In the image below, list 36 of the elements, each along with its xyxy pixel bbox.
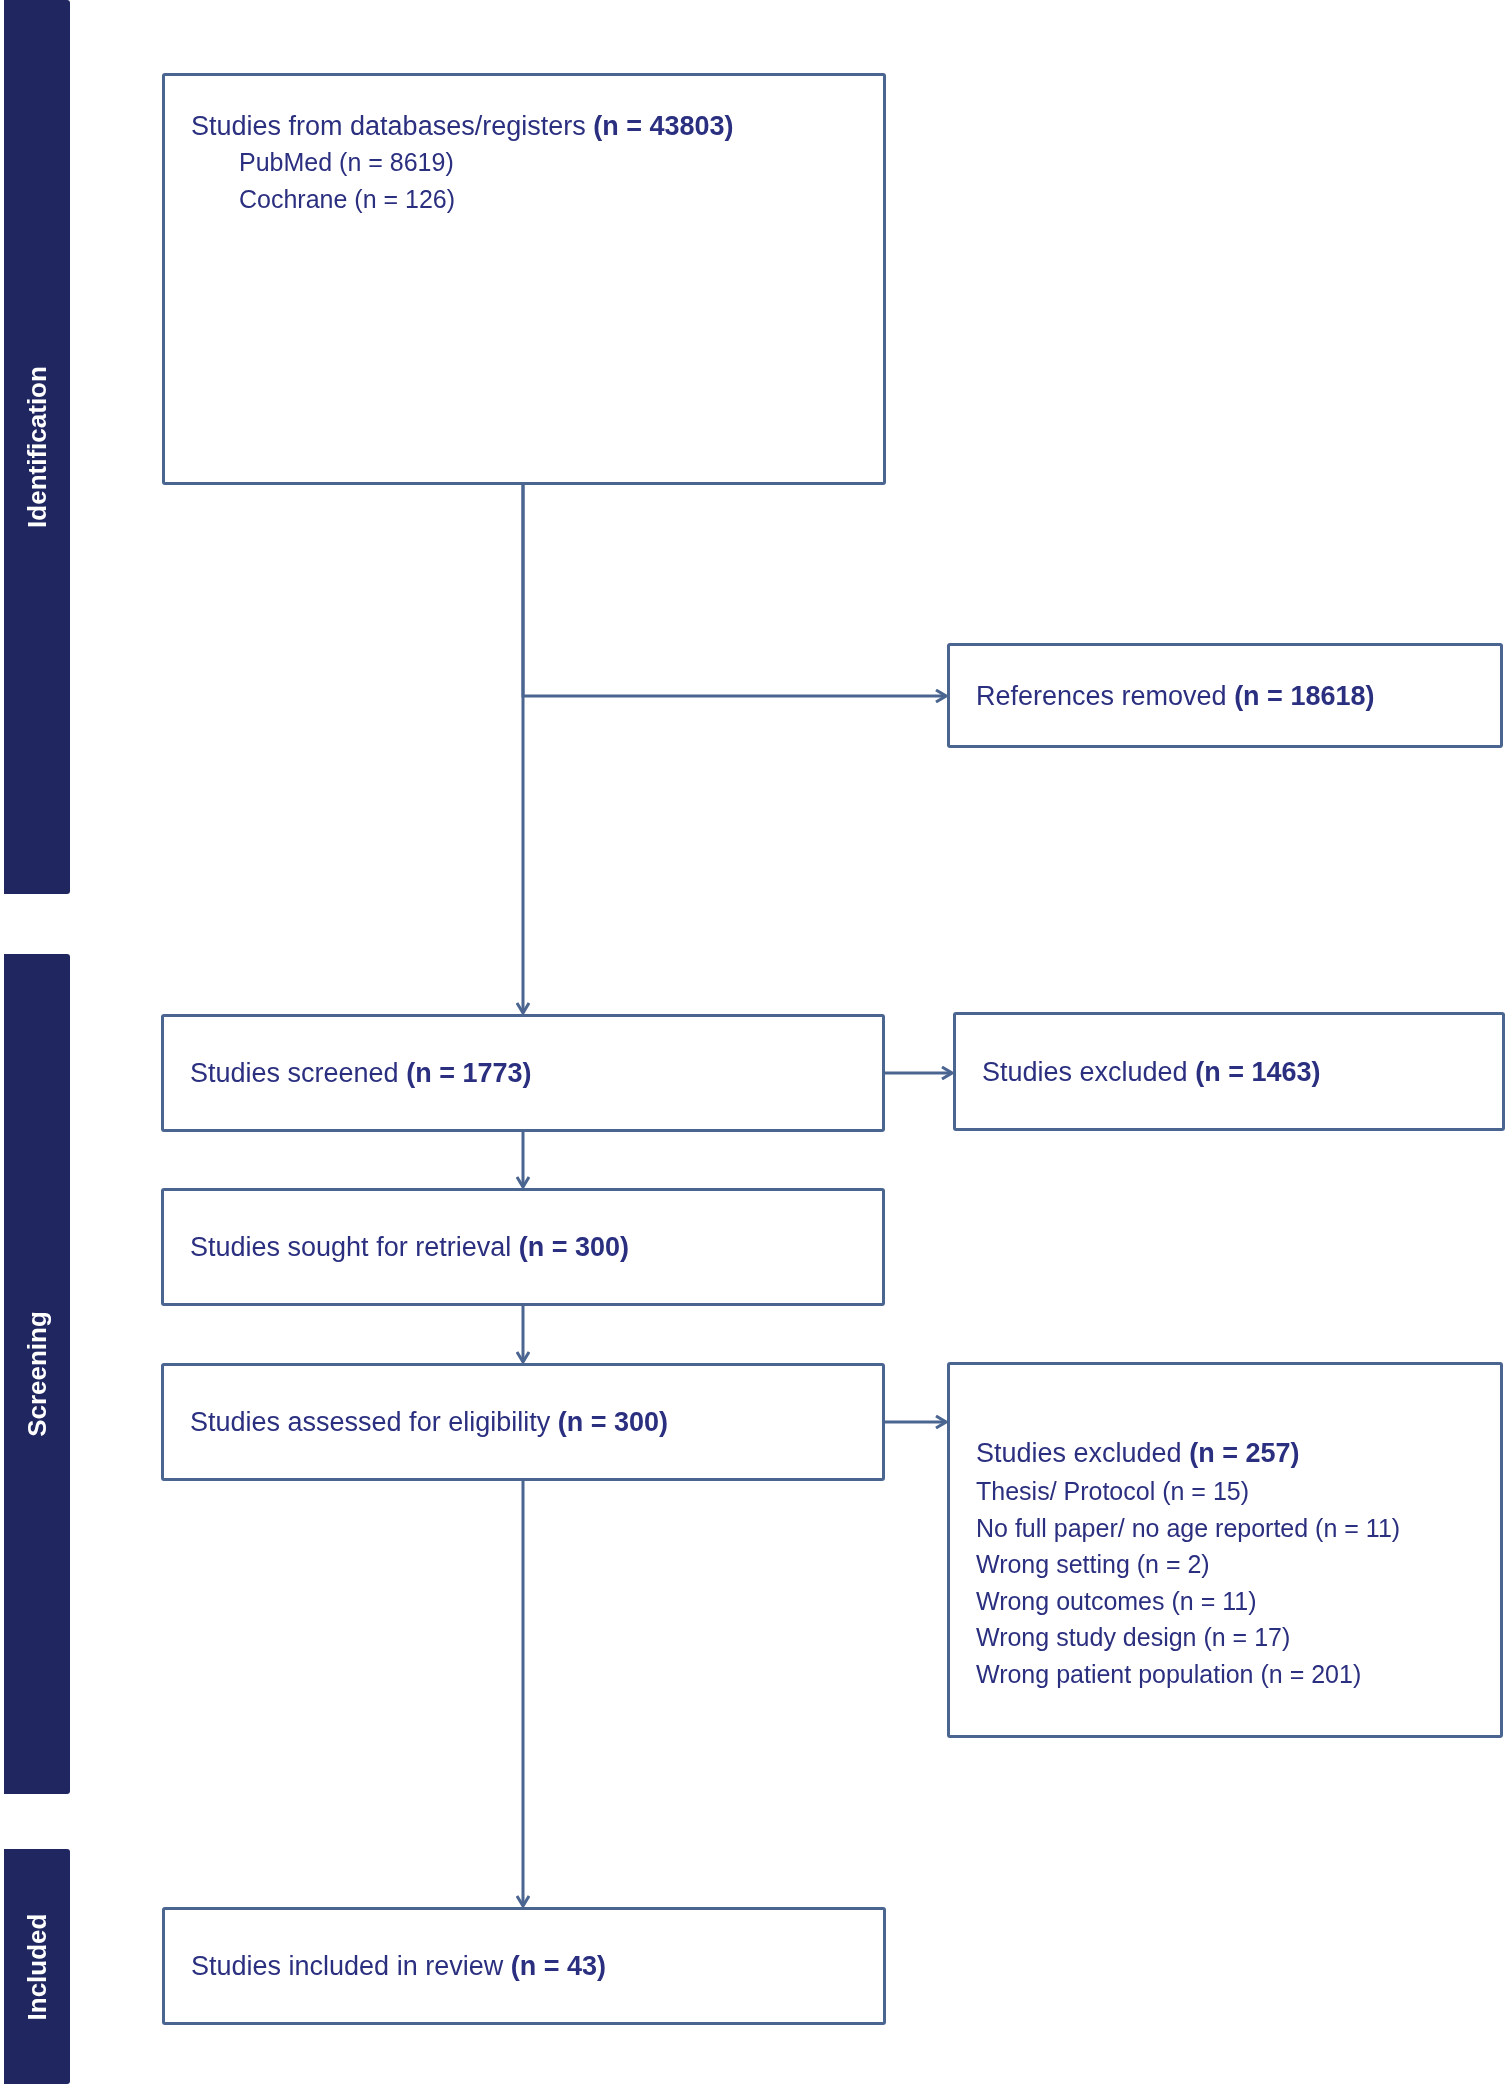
phase-label: Identification <box>22 366 52 528</box>
box-text: Studies assessed for eligibility (n = 300) <box>190 1406 669 1439</box>
list-item: Cochrane (n = 126) <box>238 183 457 215</box>
box-text: Studies included in review (n = 43) <box>191 1950 607 1983</box>
box-text: Studies excluded (n = 1463) <box>982 1055 1322 1089</box>
arrow <box>885 1065 954 1081</box>
process-box <box>161 1363 885 1481</box>
phase-label: Included <box>22 1913 52 2020</box>
arrow <box>515 1132 531 1189</box>
arrow <box>885 1414 948 1430</box>
list-item: Wrong study design (n = 17) <box>976 1622 1292 1653</box>
list-item: Wrong patient population (n = 201) <box>976 1658 1363 1690</box>
arrow <box>515 1481 531 1908</box>
box-text: References removed (n = 18618) <box>976 679 1376 713</box>
phase-band <box>4 0 70 894</box>
process-box <box>162 1907 886 2025</box>
box-text: Studies sought for retrieval (n = 300) <box>190 1231 630 1264</box>
list-item: Wrong setting (n = 2) <box>976 1549 1211 1580</box>
process-box <box>953 1012 1505 1131</box>
box-text: Studies from databases/registers (n = 43803) <box>191 110 735 143</box>
list-item: No full paper/ no age reported (n = 11) <box>976 1512 1402 1544</box>
process-box <box>162 73 886 485</box>
list-item: Wrong outcomes (n = 11) <box>976 1585 1258 1617</box>
arrow <box>515 1306 531 1364</box>
phase-label: Screening <box>22 1311 52 1437</box>
box-text: Studies screened (n = 1773) <box>190 1057 533 1090</box>
process-box <box>161 1188 885 1306</box>
arrow <box>521 485 948 704</box>
box-text: Studies excluded (n = 257) <box>976 1437 1301 1470</box>
process-box <box>947 643 1503 748</box>
phase-band <box>4 1849 70 2084</box>
process-box <box>161 1014 885 1132</box>
process-box <box>947 1362 1503 1738</box>
list-item: PubMed (n = 8619) <box>238 147 455 178</box>
list-item: Thesis/ Protocol (n = 15) <box>976 1476 1251 1507</box>
phase-band <box>4 954 70 1794</box>
